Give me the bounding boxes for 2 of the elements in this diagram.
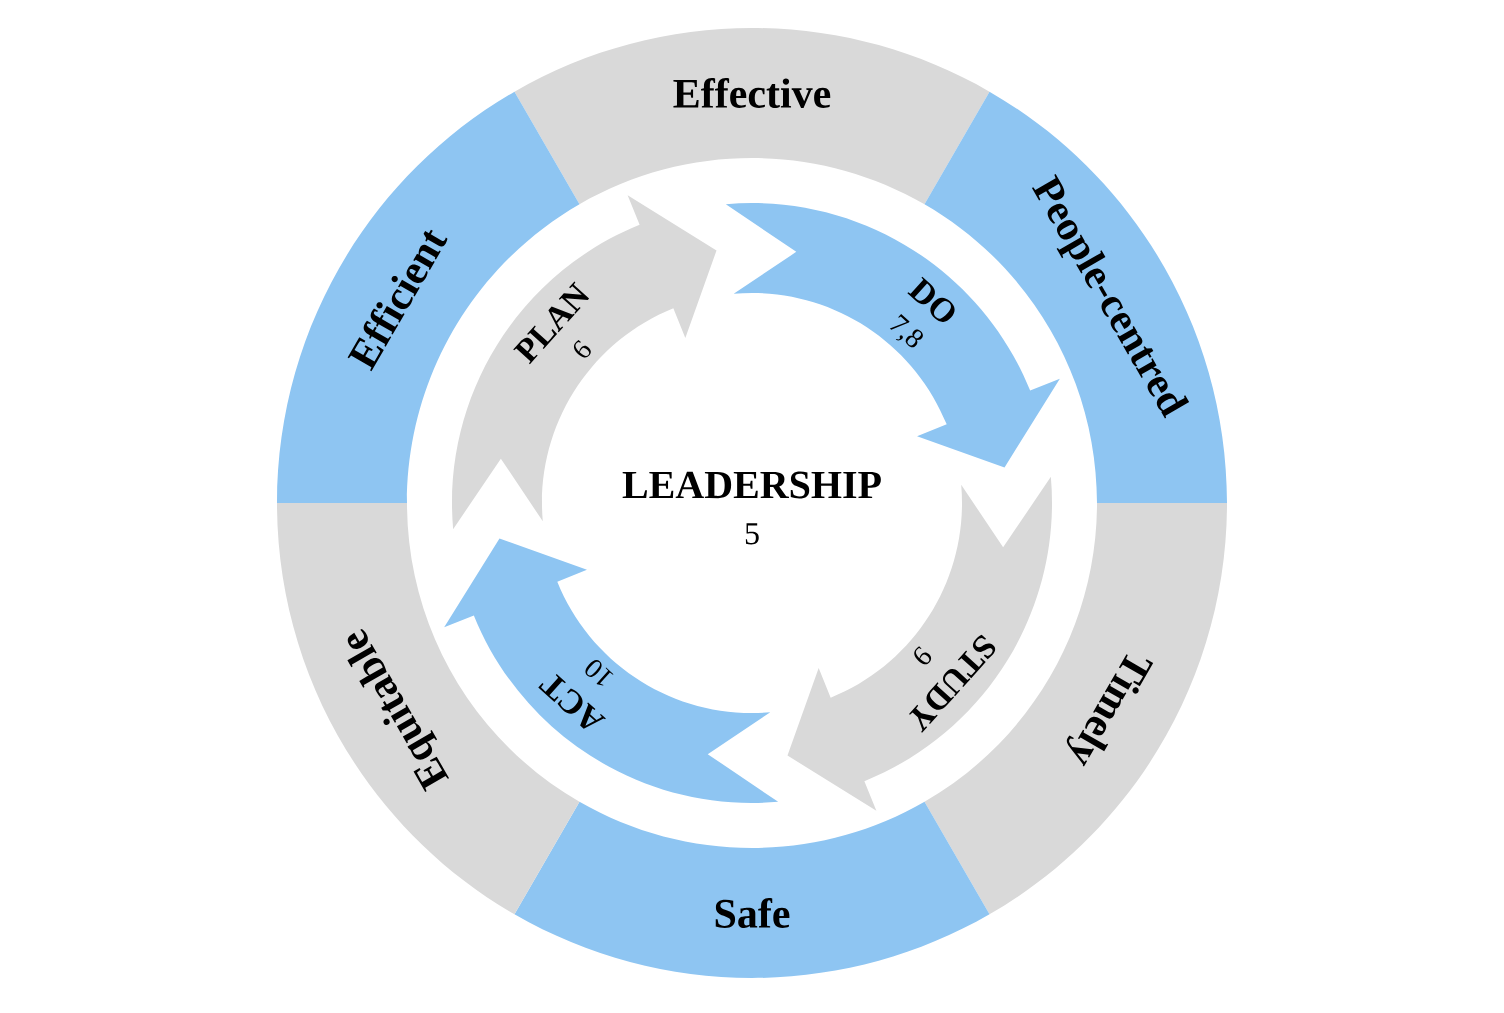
ring-segment: Effective	[514, 28, 990, 205]
ring-segment: Safe	[514, 801, 990, 978]
